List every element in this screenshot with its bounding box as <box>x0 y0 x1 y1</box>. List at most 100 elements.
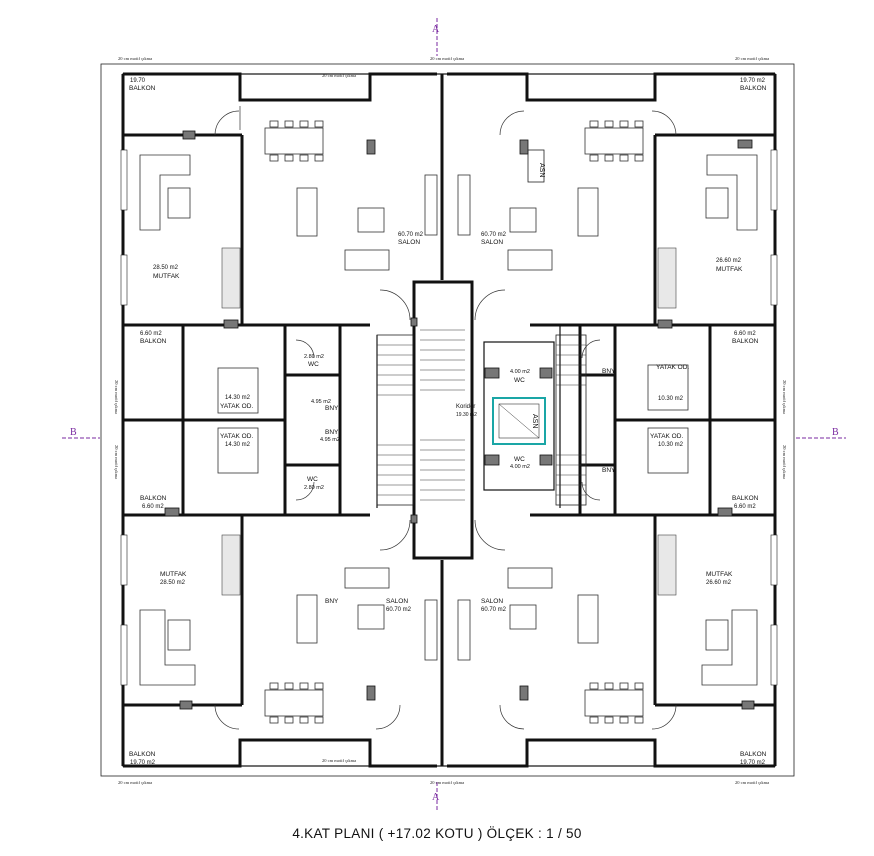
motif-note: 20 cm motif çıkma <box>735 780 769 785</box>
motif-note: 20 cm motif çıkma <box>322 73 356 78</box>
room-area: 10.30 m2 <box>658 442 684 448</box>
room-area: 2.80 m2 <box>304 485 324 491</box>
drawing-title: 4.KAT PLANI ( +17.02 KOTU ) ÖLÇEK : 1 / … <box>292 826 582 841</box>
room-label: BNY <box>325 598 339 605</box>
room-label: BALKON <box>732 495 759 502</box>
room-area: 4.00 m2 <box>510 369 530 375</box>
room-area: 6.60 m2 <box>734 504 756 510</box>
svg-text:B: B <box>832 427 839 438</box>
svg-text:A: A <box>432 792 440 803</box>
bed-bl <box>217 427 259 474</box>
bed-tr <box>647 364 689 411</box>
dining-table-tl <box>264 120 324 162</box>
sofa-tl <box>139 154 191 231</box>
room-label: BNY <box>325 429 339 436</box>
elevator-shaft: ASN <box>492 397 546 445</box>
room-area: 4.95 m2 <box>320 437 340 443</box>
room-area: 28.50 m2 <box>153 265 179 271</box>
section-marker-right: B <box>796 427 846 439</box>
room-label: MUTFAK <box>706 571 733 578</box>
room-area: 28.50 m2 <box>160 580 186 586</box>
room-area: 14.30 m2 <box>225 395 251 401</box>
columns <box>164 130 755 710</box>
section-marker-bottom: A <box>432 782 440 810</box>
room-label: SALON <box>481 598 503 605</box>
motif-note: 20 cm motif çıkma <box>114 445 119 479</box>
stairs-left <box>376 334 414 506</box>
room-area: 6.60 m2 <box>734 331 756 337</box>
motif-note: 20 cm motif çıkma <box>430 56 464 61</box>
room-area: 19.70 m2 <box>740 78 766 84</box>
motif-note: 20 cm motif çıkma <box>735 56 769 61</box>
svg-text:A: A <box>432 24 440 35</box>
room-label: YATAK OD. <box>650 433 683 440</box>
room-area: 10.30 m2 <box>658 396 684 402</box>
room-label: BALKON <box>129 751 156 758</box>
room-label: BNY <box>602 467 616 474</box>
room-label: BALKON <box>129 85 156 92</box>
room-label: BALKON <box>140 495 167 502</box>
windows <box>120 149 778 686</box>
svg-text:ASN: ASN <box>538 163 545 177</box>
bed-tl <box>217 367 259 414</box>
room-area: 4.95 m2 <box>311 399 331 405</box>
room-label: SALON <box>386 598 408 605</box>
sofa-br <box>701 609 758 686</box>
room-area: 60.70 m2 <box>398 232 424 238</box>
motif-note: 20 cm motif çıkma <box>782 380 787 414</box>
room-area: 2.80 m2 <box>304 354 324 360</box>
room-area: 4.00 m2 <box>510 464 530 470</box>
doors <box>214 106 677 730</box>
room-label: SALON <box>481 239 503 246</box>
room-area: 60.70 m2 <box>481 607 507 613</box>
main-walls <box>121 72 777 768</box>
room-area: 19.70 <box>130 78 146 84</box>
section-marker-top: A <box>432 18 440 56</box>
room-label: YATAK OD. <box>656 364 689 371</box>
room-label: BALKON <box>140 338 167 345</box>
room-label: MUTFAK <box>160 571 187 578</box>
dining-table-tr <box>584 120 644 162</box>
elevator-shaft-2: ASN <box>527 149 545 183</box>
room-area: 14.30 m2 <box>225 442 251 448</box>
room-area: 19.30 m2 <box>456 412 477 418</box>
room-label: YATAK OD. <box>220 403 253 410</box>
room-label: YATAK OD. <box>220 433 253 440</box>
sofa-bl <box>139 609 196 686</box>
motif-note: 20 cm motif çıkma <box>114 380 119 414</box>
room-area: 6.60 m2 <box>142 504 164 510</box>
salon-furniture-br <box>457 567 599 661</box>
motif-note: 20 cm motif çıkma <box>322 758 356 763</box>
room-label: BALKON <box>740 751 767 758</box>
motif-note: 20 cm motif çıkma <box>782 445 787 479</box>
salon-furniture-tr <box>457 174 599 271</box>
stairs-core <box>420 329 465 501</box>
room-area: 19.70 m2 <box>740 760 766 766</box>
room-label: SALON <box>398 239 420 246</box>
room-area: 19.70 m2 <box>130 760 156 766</box>
dining-table-br <box>584 682 644 724</box>
room-area: 26.60 m2 <box>716 258 742 264</box>
motif-note: 20 cm motif çıkma <box>118 780 152 785</box>
dining-table-bl <box>264 682 324 724</box>
salon-furniture-bl <box>296 567 438 661</box>
room-area: 60.70 m2 <box>481 232 507 238</box>
room-label: BNY <box>602 368 616 375</box>
room-area: 26.60 m2 <box>706 580 732 586</box>
room-label: WC <box>308 361 319 368</box>
room-label: BALKON <box>740 85 767 92</box>
motif-note: 20 cm motif çıkma <box>118 56 152 61</box>
sofa-tr <box>705 154 758 231</box>
section-marker-left: B <box>62 427 100 439</box>
room-label: MUTFAK <box>153 273 180 280</box>
svg-text:B: B <box>70 427 77 438</box>
room-area: 6.60 m2 <box>140 331 162 337</box>
stairs-right <box>555 334 587 506</box>
room-label: WC <box>514 377 525 384</box>
room-label: BNY <box>325 405 339 412</box>
salon-furniture-tl <box>296 174 438 271</box>
motif-note: 20 cm motif çıkma <box>430 780 464 785</box>
bed-br <box>647 427 689 474</box>
outer-frame <box>100 63 795 777</box>
